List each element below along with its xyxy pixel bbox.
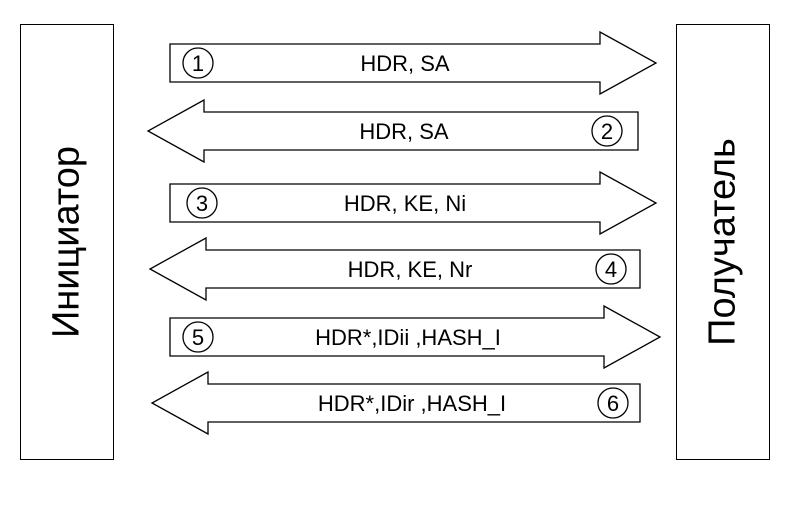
arrow-shape-2	[146, 98, 639, 164]
message-label-3: HDR, KE, Ni	[344, 191, 466, 216]
initiator-box: Инициатор	[20, 24, 114, 460]
arrow-shape-3	[169, 170, 658, 236]
message-arrow-2: 2 HDR, SA	[146, 98, 639, 164]
step-circle-1	[182, 47, 214, 79]
message-arrow-6: 6 HDR*,IDir ,HASH_I	[150, 370, 641, 436]
message-label-5: HDR*,IDii ,HASH_I	[315, 325, 501, 350]
message-label-6: HDR*,IDir ,HASH_I	[318, 391, 506, 416]
message-arrow-3: 3 HDR, KE, Ni	[169, 170, 658, 236]
arrow-shape-5	[169, 304, 662, 370]
message-label-1: HDR, SA	[360, 51, 450, 76]
step-circle-4	[595, 253, 627, 285]
step-circle-5	[182, 321, 214, 353]
arrow-shape-1	[169, 30, 658, 96]
message-arrow-1: 1 HDR, SA	[169, 30, 658, 96]
message-label-4: HDR, KE, Nr	[348, 257, 473, 282]
arrow-shape-4	[148, 236, 641, 302]
message-arrow-4: 4 HDR, KE, Nr	[148, 236, 641, 302]
step-circle-2	[591, 115, 623, 147]
message-label-2: HDR, SA	[359, 119, 449, 144]
step-number-6: 6	[607, 391, 619, 416]
step-number-4: 4	[605, 257, 617, 282]
step-number-5: 5	[192, 325, 204, 350]
step-circle-6	[597, 387, 629, 419]
step-number-2: 2	[601, 119, 613, 144]
responder-box: Получатель	[676, 24, 770, 460]
step-circle-3	[186, 187, 218, 219]
arrow-shape-6	[150, 370, 641, 436]
message-arrow-5: 5 HDR*,IDii ,HASH_I	[169, 304, 662, 370]
step-number-3: 3	[196, 191, 208, 216]
step-number-1: 1	[192, 51, 204, 76]
